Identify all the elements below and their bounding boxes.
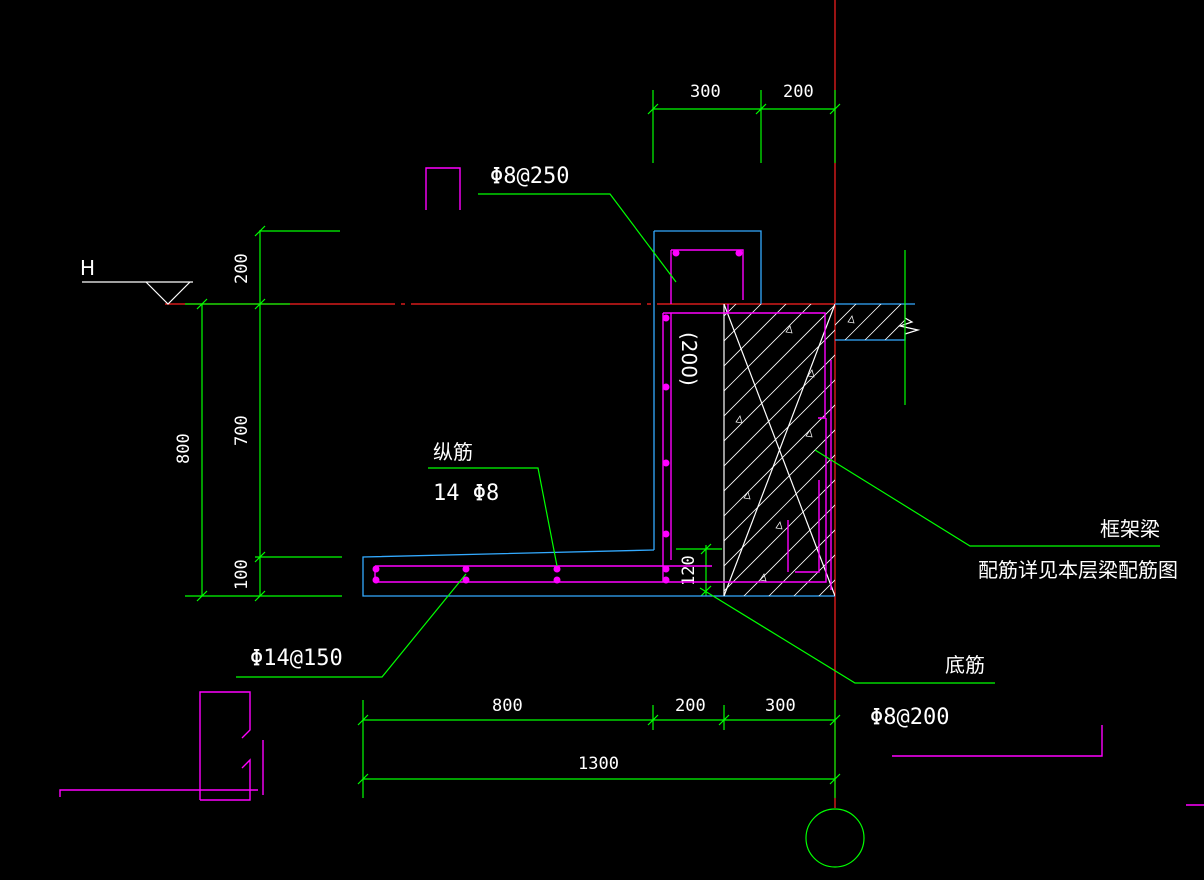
leader-longitudinal: 纵筋 14 Φ8	[428, 440, 558, 567]
dimension-left: 200 700 800 100	[174, 225, 342, 602]
dim-bottom-1300: 1300	[578, 754, 619, 774]
section-mark-bottom-left	[59, 691, 264, 801]
section-mark-bottom-right	[892, 725, 1204, 806]
leader-bottom-rebar: 底筋 Φ8@200	[699, 587, 995, 730]
dim-bottom-300: 300	[765, 696, 796, 716]
leader-stirrup: Φ8@250	[478, 164, 677, 283]
dimension-top: 300 200	[647, 82, 841, 163]
dim-slab-120: 120	[679, 555, 699, 586]
dimension-bottom: 800 200 300 1300	[357, 696, 841, 798]
label-stirrup: Φ8@250	[490, 164, 569, 189]
label-slab-rebar: Φ14@150	[250, 646, 343, 671]
label-bottom-title: 底筋	[945, 653, 985, 677]
label-bottom-spec: Φ8@200	[870, 705, 949, 730]
leader-slab: Φ14@150	[236, 573, 467, 678]
concrete-specks	[735, 315, 855, 582]
dim-top-200: 200	[783, 82, 814, 102]
dim-left-100: 100	[232, 559, 252, 590]
axis-bubble	[805, 808, 865, 868]
slab-hatching	[835, 304, 905, 340]
leader-frame-beam: 框架梁 配筋详见本层梁配筋图	[814, 449, 1178, 582]
label-longitudinal-title: 纵筋	[433, 440, 473, 464]
label-beam-title: 框架梁	[1100, 517, 1160, 541]
wall-thickness-note: (200)	[677, 332, 701, 386]
rebar-cage	[374, 249, 832, 590]
level-mark-label: H	[80, 256, 95, 280]
level-mark: H	[80, 256, 193, 305]
frame-beam	[723, 250, 921, 596]
section-mark-top	[425, 167, 461, 210]
concrete-outline	[362, 230, 915, 597]
break-line	[897, 304, 921, 335]
dim-bottom-800: 800	[492, 696, 523, 716]
dim-left-200: 200	[232, 253, 252, 284]
dim-left-700: 700	[232, 415, 252, 446]
axis-lines	[165, 0, 836, 808]
rebar-dots	[372, 249, 743, 584]
beam-hatching	[724, 304, 835, 596]
dim-left-800: 800	[174, 433, 194, 464]
dimension-slab-120: 120	[676, 543, 722, 597]
dim-bottom-200: 200	[675, 696, 706, 716]
label-beam-note: 配筋详见本层梁配筋图	[978, 558, 1178, 582]
dim-top-300: 300	[690, 82, 721, 102]
label-longitudinal-spec: 14 Φ8	[433, 481, 499, 506]
